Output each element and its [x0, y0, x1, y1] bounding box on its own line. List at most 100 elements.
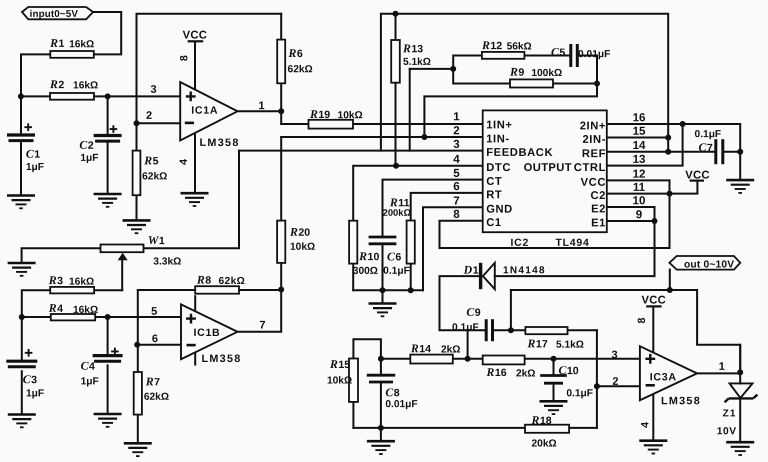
svg-text:3: 3	[453, 138, 460, 151]
svg-text:2: 2	[146, 110, 152, 122]
svg-text:8: 8	[178, 55, 190, 61]
svg-text:1IN+: 1IN+	[486, 119, 512, 131]
svg-text:2IN+: 2IN+	[580, 120, 606, 132]
svg-text:3.3kΩ: 3.3kΩ	[153, 257, 181, 268]
svg-text:C2: C2	[590, 190, 606, 202]
svg-text:R13: R13	[402, 41, 423, 55]
svg-text:LM358: LM358	[200, 137, 240, 149]
svg-text:16: 16	[633, 111, 646, 124]
svg-text:8: 8	[453, 208, 460, 221]
svg-text:1μF: 1μF	[81, 376, 99, 387]
svg-text:C1: C1	[26, 147, 40, 161]
svg-text:6: 6	[152, 333, 158, 345]
svg-text:LM358: LM358	[661, 395, 701, 407]
svg-text:7: 7	[259, 319, 265, 331]
svg-text:2kΩ: 2kΩ	[441, 345, 461, 356]
svg-text:0.1μF: 0.1μF	[383, 266, 410, 277]
svg-text:8: 8	[636, 317, 648, 323]
svg-text:9: 9	[636, 208, 643, 221]
svg-text:R15: R15	[329, 357, 350, 371]
svg-text:DTC: DTC	[486, 162, 511, 174]
svg-text:0.01μF: 0.01μF	[578, 49, 610, 60]
svg-text:RT: RT	[486, 189, 502, 201]
svg-text:C1: C1	[486, 217, 502, 229]
svg-text:R6: R6	[288, 46, 303, 60]
svg-text:0.1μF: 0.1μF	[452, 322, 479, 333]
svg-text:2IN-: 2IN-	[582, 134, 606, 146]
svg-text:4: 4	[178, 159, 190, 165]
svg-text:300Ω: 300Ω	[353, 266, 378, 277]
svg-text:100kΩ: 100kΩ	[531, 68, 562, 79]
svg-text:C3: C3	[23, 372, 37, 386]
svg-text:C9: C9	[466, 305, 480, 319]
svg-text:10kΩ: 10kΩ	[327, 375, 352, 386]
svg-text:1: 1	[259, 100, 265, 112]
svg-text:R3: R3	[48, 273, 63, 287]
svg-text:16kΩ: 16kΩ	[69, 277, 94, 288]
svg-text:10kΩ: 10kΩ	[338, 110, 363, 121]
svg-text:4: 4	[453, 153, 460, 166]
svg-text:CT: CT	[486, 176, 502, 188]
svg-text:C10: C10	[558, 363, 578, 377]
svg-text:1μF: 1μF	[26, 162, 44, 173]
svg-text:R14: R14	[410, 341, 431, 355]
svg-text:56kΩ: 56kΩ	[507, 41, 532, 52]
svg-text:3: 3	[611, 349, 617, 361]
svg-text:1N4148: 1N4148	[503, 265, 546, 276]
svg-text:62kΩ: 62kΩ	[218, 276, 245, 287]
svg-text:1μF: 1μF	[26, 388, 44, 399]
svg-text:LM358: LM358	[201, 353, 241, 365]
svg-text:62kΩ: 62kΩ	[142, 171, 167, 182]
svg-text:C7: C7	[699, 140, 713, 154]
svg-text:10: 10	[633, 194, 646, 207]
svg-text:4: 4	[639, 422, 651, 428]
svg-text:2: 2	[612, 376, 618, 388]
svg-text:1: 1	[719, 361, 725, 373]
svg-text:0.1μF: 0.1μF	[566, 388, 593, 399]
svg-text:R8: R8	[196, 273, 211, 287]
svg-text:VCC: VCC	[581, 177, 606, 189]
svg-text:16kΩ: 16kΩ	[73, 305, 98, 316]
svg-text:C6: C6	[387, 249, 401, 263]
svg-text:IC3A: IC3A	[650, 371, 677, 383]
svg-text:VCC: VCC	[641, 294, 666, 306]
svg-text:62kΩ: 62kΩ	[144, 392, 169, 403]
svg-text:10kΩ: 10kΩ	[290, 242, 315, 253]
svg-text:E1: E1	[591, 217, 606, 229]
svg-text:1: 1	[453, 110, 460, 123]
svg-text:C5: C5	[551, 45, 565, 59]
svg-text:W1: W1	[148, 233, 165, 247]
svg-text:R4: R4	[48, 301, 63, 315]
svg-text:5: 5	[151, 306, 157, 318]
svg-text:IC1B: IC1B	[193, 327, 220, 339]
svg-text:15: 15	[633, 125, 646, 138]
svg-text:16kΩ: 16kΩ	[73, 80, 98, 91]
svg-text:5.1kΩ: 5.1kΩ	[556, 340, 584, 351]
svg-text:13: 13	[633, 153, 646, 166]
svg-text:16kΩ: 16kΩ	[69, 39, 94, 50]
svg-text:Z1: Z1	[723, 408, 737, 419]
svg-text:FEEDBACK: FEEDBACK	[486, 147, 553, 159]
svg-text:5: 5	[453, 167, 460, 180]
svg-text:11: 11	[633, 181, 646, 194]
svg-text:IC2: IC2	[510, 238, 529, 249]
svg-text:20kΩ: 20kΩ	[532, 438, 557, 449]
svg-text:R5: R5	[143, 153, 158, 167]
svg-text:CTRL: CTRL	[574, 162, 606, 174]
svg-text:GND: GND	[486, 204, 513, 216]
svg-text:R10: R10	[358, 249, 379, 263]
svg-text:VCC: VCC	[685, 170, 710, 182]
svg-text:R1: R1	[49, 36, 64, 50]
svg-text:R16: R16	[486, 365, 507, 379]
svg-text:10V: 10V	[717, 426, 737, 437]
svg-text:R20: R20	[289, 225, 310, 239]
svg-text:5.1kΩ: 5.1kΩ	[403, 57, 431, 68]
svg-text:R9: R9	[509, 65, 524, 79]
svg-text:C2: C2	[79, 138, 93, 152]
svg-text:R7: R7	[145, 374, 160, 388]
svg-text:0.01μF: 0.01μF	[385, 399, 417, 410]
svg-text:200kΩ: 200kΩ	[383, 207, 412, 218]
svg-text:R2: R2	[49, 77, 64, 91]
svg-text:OUTPUT: OUTPUT	[524, 162, 572, 174]
svg-text:input0~5V: input0~5V	[30, 9, 79, 20]
